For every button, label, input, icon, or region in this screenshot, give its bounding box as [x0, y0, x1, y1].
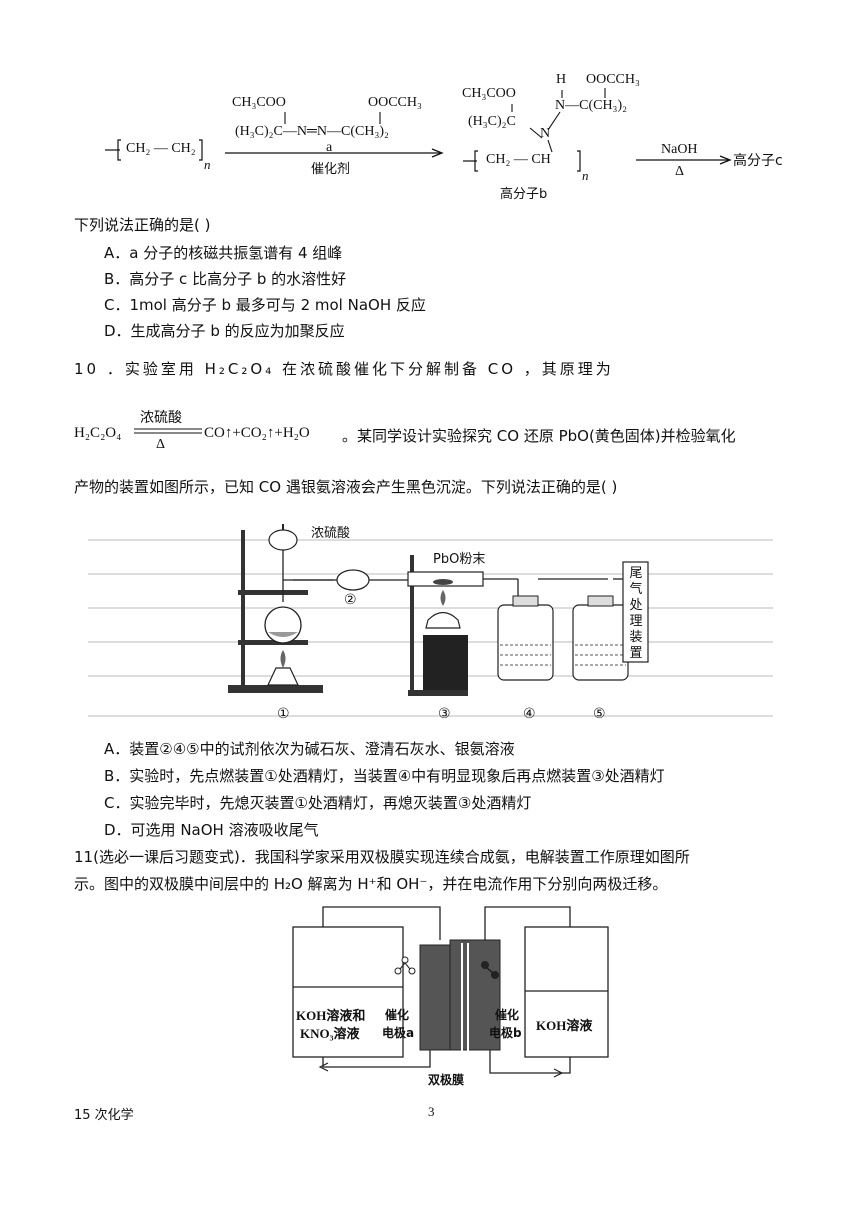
reagent-top-left: CH₃COO: [232, 95, 286, 110]
electrode-b: [449, 939, 501, 1051]
bond-line: [529, 127, 543, 139]
q10-stem-line2: 。某同学设计实验探究 CO 还原 PbO(黄色固体)并检验氧化: [342, 427, 736, 445]
electrode-b-line2: 电极b: [489, 1026, 522, 1040]
electrode-a-line1: 催化: [385, 1008, 410, 1022]
product-top-left: CH₃COO: [462, 86, 516, 101]
bracket-right: [199, 139, 203, 161]
arrowhead-1: [431, 148, 444, 158]
arrow-1-below: 催化剂: [311, 162, 351, 177]
left-solution-line1: KOH溶液和: [296, 1008, 366, 1023]
product-top-right: OOCCH₃: [586, 72, 640, 87]
arrow-2-below: Δ: [675, 164, 685, 179]
arrow-1-above: a: [326, 140, 333, 155]
reagent-top-right: OOCCH₃: [368, 95, 422, 110]
page-number: 3: [428, 1104, 435, 1119]
q10-stem-line3: 产物的装置如图所示，已知 CO 遇银氨溶液会产生黑色沉淀。下列说法正确的是( ): [74, 478, 618, 496]
q11-line1: 11(选必一课后习题变式)．我国科学家采用双极膜实现连续合成氨，电解装置工作原理…: [74, 848, 690, 866]
product-N-right: N—C(CH₃)₂: [555, 98, 627, 113]
product-mid: (H₃C)₂C: [468, 114, 516, 129]
lamp-block: [423, 635, 468, 690]
stand-rod-1: [241, 530, 245, 687]
electrolysis-figure: KOH溶液和 KNO₃溶液 催化 电极a 催化 电极b KOH溶液 双极膜: [290, 905, 610, 1087]
q10-option-b: B．实验时，先点燃装置①处酒精灯，当装置④中有明显现象后再点燃装置③处酒精灯: [104, 767, 665, 785]
left-tank: [292, 926, 404, 1058]
left-solution-line2: KNO₃溶液: [300, 1026, 360, 1041]
product-N: N: [540, 126, 551, 141]
separatory-funnel: [268, 529, 298, 551]
arrow-2-above: NaOH: [661, 142, 698, 157]
eq-condition-top: 浓硫酸: [140, 410, 182, 426]
electrolysis-svg: [292, 906, 609, 1078]
q11-line2: 示。图中的双极膜中间层中的 H₂O 解离为 H⁺和 OH⁻，并在电流作用下分别向…: [74, 875, 668, 893]
q10-option-d: D．可选用 NaOH 溶液吸收尾气: [104, 821, 319, 839]
q10-option-c: C．实验完毕时，先熄灭装置①处酒精灯，再熄灭装置③处酒精灯: [104, 794, 532, 812]
stand-base-3: [408, 690, 468, 696]
alcohol-lamp-3: [425, 611, 461, 629]
eq-condition-bottom: Δ: [156, 437, 166, 452]
q9-option-c: C．1mol 高分子 b 最多可与 2 mol NaOH 反应: [104, 296, 426, 314]
q9-option-b: B．高分子 c 比高分子 b 的水溶性好: [104, 270, 347, 288]
apparatus-figure: 浓硫酸 PbO粉末 尾气处理装置 ① ② ③ ④ ⑤: [88, 510, 773, 730]
bracket-left: [474, 150, 478, 172]
nitrate-molecule-icon: [394, 956, 416, 975]
eq-left: H₂C₂O₄: [74, 425, 122, 441]
tail-gas-box: [622, 561, 649, 663]
eq-double-line: [134, 428, 202, 434]
degree-n: n: [582, 168, 589, 183]
stand-base-1: [228, 685, 323, 693]
gas-washing-bottle-5: [572, 604, 629, 681]
label-conc-acid: 浓硫酸: [311, 526, 351, 541]
left-polymer: CH₂ — CH₂: [126, 141, 196, 156]
right-tank: [524, 926, 609, 1058]
label-tail-gas: 尾气处理装置: [629, 566, 643, 661]
reagent-mid: (H₃C)₂C—N═N—C(CH₃)₂: [235, 124, 389, 139]
label-device-4: ④: [523, 706, 536, 722]
degree-n: n: [204, 157, 211, 172]
right-solution: KOH溶液: [536, 1018, 593, 1033]
bracket-left: [117, 139, 121, 161]
bond-line: [547, 111, 561, 131]
q10-option-a: A．装置②④⑤中的试剂依次为碱石灰、澄清石灰水、银氨溶液: [104, 740, 515, 758]
q9-option-d: D．生成高分子 b 的反应为加聚反应: [104, 322, 345, 340]
label-device-2: ②: [344, 592, 357, 608]
q10-stem-line1: 10 ．实验室用 H₂C₂O₄ 在浓硫酸催化下分解制备 CO ，其原理为: [74, 360, 614, 378]
alcohol-lamp-1: [267, 667, 299, 686]
final-product: 高分子c: [733, 153, 783, 169]
label-device-3: ③: [438, 706, 451, 722]
eq-right: CO↑+CO₂↑+H₂O: [204, 425, 310, 441]
electrode-a-line2: 电极a: [382, 1026, 415, 1040]
q9-stem: 下列说法正确的是( ): [74, 216, 211, 234]
bipolar-membrane-label: 双极膜: [428, 1073, 465, 1087]
reaction-scheme-svg: [105, 88, 732, 172]
label-device-1: ①: [277, 706, 290, 722]
arrowhead-2: [719, 155, 732, 165]
gas-washing-bottle-4: [497, 604, 554, 681]
product-label: 高分子b: [500, 187, 548, 202]
product-H: H: [556, 72, 567, 87]
bond-line: [547, 139, 553, 153]
q9-option-a: A．a 分子的核磁共振氢谱有 4 组峰: [104, 244, 343, 262]
drying-tube: [336, 569, 370, 591]
q10-equation-line: H₂C₂O₄ 浓硫酸 Δ CO↑+CO₂↑+H₂O 。某同学设计实验探究 CO …: [74, 405, 794, 455]
label-pbo: PbO粉末: [433, 552, 486, 567]
bracket-right: [577, 150, 581, 172]
footer-left: 15 次化学: [74, 1108, 134, 1123]
electrode-b-line1: 催化: [495, 1008, 520, 1022]
round-flask: [264, 606, 302, 644]
label-device-5: ⑤: [593, 706, 606, 722]
apparatus-svg: [88, 524, 773, 717]
product-chain: CH₂ — CH: [486, 152, 551, 167]
oxygen-molecule-icon: [481, 961, 499, 979]
